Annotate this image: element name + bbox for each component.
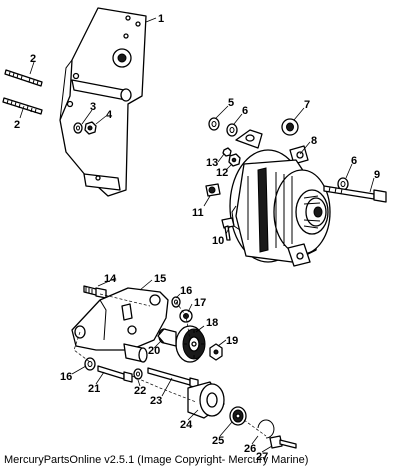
bolt-21[interactable] [97,365,133,383]
callout-23: 23 [150,395,162,407]
callout-19: 19 [226,335,238,347]
spacer-20[interactable] [157,328,177,347]
callout-2-upper: 2 [30,53,36,65]
stud-upper[interactable] [4,69,43,87]
bolt-23[interactable] [147,367,199,389]
callout-26: 26 [244,443,256,455]
mounting-bracket[interactable] [59,7,147,197]
tensioner-bracket-15[interactable] [71,287,169,351]
bushing-7[interactable] [281,118,299,136]
callout-10: 10 [212,235,224,247]
terminal-11[interactable] [205,183,221,197]
callout-3: 3 [90,101,96,113]
callout-7: 7 [304,99,310,111]
callout-11: 11 [192,207,204,219]
callout-17: 17 [194,297,206,309]
callout-12: 12 [216,167,228,179]
bearing-25[interactable] [229,406,247,426]
alignment-lines [73,293,267,437]
callout-18: 18 [206,317,218,329]
callout-15: 15 [154,273,166,285]
callout-20: 20 [148,345,160,357]
callout-16-upper: 16 [180,285,192,297]
idler-pulley-18[interactable] [175,325,206,363]
screw-10[interactable] [221,217,235,241]
callout-8: 8 [311,135,317,147]
callout-16-lower: 16 [60,371,72,383]
nut-12[interactable] [228,153,241,167]
callout-22: 22 [134,385,146,397]
washer-6-right[interactable] [337,177,349,191]
nut-4[interactable] [84,121,97,135]
snap-ring-26[interactable] [257,419,275,439]
callout-27: 27 [256,451,268,463]
leader-lines [19,17,375,453]
callout-4: 4 [106,109,113,121]
callout-13: 13 [206,157,218,169]
washer-3[interactable] [73,122,83,134]
callout-1: 1 [158,13,164,25]
bolt-27[interactable] [269,435,297,449]
callout-9: 9 [374,169,380,181]
callout-6-upper: 6 [242,105,248,117]
callout-25: 25 [212,435,224,447]
copyright-footer: MercuryPartsOnline v2.5.1 (Image Copyrig… [4,454,309,466]
alternator[interactable] [229,129,331,267]
washer-22[interactable] [133,368,143,380]
callout-labels: 1 2 2 3 4 5 6 7 8 6 9 10 11 12 13 14 15 … [14,13,380,463]
callout-2-lower: 2 [14,119,20,131]
callout-24: 24 [180,419,193,431]
washer-5[interactable] [208,117,220,131]
washer-6-upper[interactable] [226,123,238,137]
sleeve-spacer[interactable] [123,343,148,363]
callout-5: 5 [228,97,234,109]
nut-19[interactable] [209,343,223,361]
pulley-24[interactable] [187,381,225,419]
bolt-14[interactable] [83,285,107,299]
nut-13[interactable] [222,147,232,157]
stud-lower[interactable] [2,97,43,115]
bolt-9[interactable] [323,185,387,203]
callout-21: 21 [88,383,100,395]
callout-14: 14 [104,273,117,285]
callout-6-right: 6 [351,155,357,167]
washer-16-lower[interactable] [84,357,96,371]
